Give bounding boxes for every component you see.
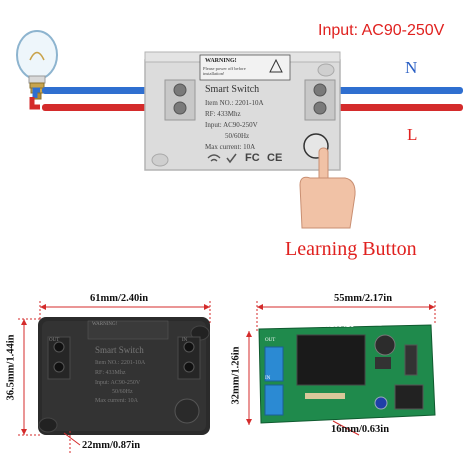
pcb-height-dimension: 32mm/1.26in — [230, 346, 242, 405]
wifi-icon — [207, 154, 221, 159]
wiring-diagram — [16, 30, 463, 229]
bl-device-item-no: Item NO.: 2201-10A — [95, 360, 146, 366]
pcb-dimensions-diagram — [246, 301, 436, 436]
learning-button-label: Learning Button — [285, 238, 417, 260]
bl-in-label: IN — [182, 338, 188, 343]
bl-device-name: Smart Switch — [95, 345, 144, 355]
device-input: Input: AC90-250V — [205, 121, 258, 129]
device-max-current: Max current: 10A — [205, 143, 256, 151]
bl-device-frequency: 50/60Hz — [112, 389, 133, 395]
device-frequency: 50/60Hz — [225, 132, 250, 140]
bl-device-max-current: Max current: 10A — [95, 398, 138, 404]
bl-device-input: Input: AC90-250V — [95, 380, 141, 386]
device-item-no: Item NO.: 2201-10A — [205, 99, 264, 107]
input-voltage-label: Input: AC90-250V — [318, 22, 445, 39]
pcb-date-label: 20200428 — [322, 320, 354, 329]
ce-mark: CE — [267, 152, 283, 164]
pcb-depth-dimension: 16mm/0.63in — [331, 424, 390, 435]
bl-out-label: OUT — [49, 338, 60, 343]
warning-title: WARNING! — [205, 58, 237, 64]
device-height-dimension: 36.5mm/1.44in — [5, 334, 17, 401]
device-name: Smart Switch — [205, 84, 260, 95]
pcb-out-label: OUT — [265, 338, 276, 343]
left-wires — [29, 87, 160, 111]
right-wires — [318, 87, 463, 111]
fc-mark: FC — [245, 152, 260, 164]
warning-text: Please power off before installation! — [203, 66, 246, 76]
pcb-in-label: IN — [265, 376, 271, 381]
device-depth-dimension: 22mm/0.87in — [82, 440, 141, 451]
device-width-dimension: 61mm/2.40in — [90, 293, 149, 304]
bl-device-rf: RF: 433Mhz — [95, 370, 126, 376]
bl-warning-title: WARNING! — [92, 322, 118, 327]
smart-switch-device — [144, 51, 341, 171]
live-label: L — [407, 125, 418, 144]
check-icon — [226, 153, 237, 164]
pcb-width-dimension: 55mm/2.17in — [334, 293, 393, 304]
neutral-label: N — [405, 58, 418, 77]
device-dimensions-diagram — [18, 301, 211, 453]
pointing-hand-icon — [299, 147, 356, 229]
pcb-model-label: RYC-2200-VA.0 — [264, 322, 298, 327]
device-rf: RF: 433Mhz — [205, 110, 241, 118]
